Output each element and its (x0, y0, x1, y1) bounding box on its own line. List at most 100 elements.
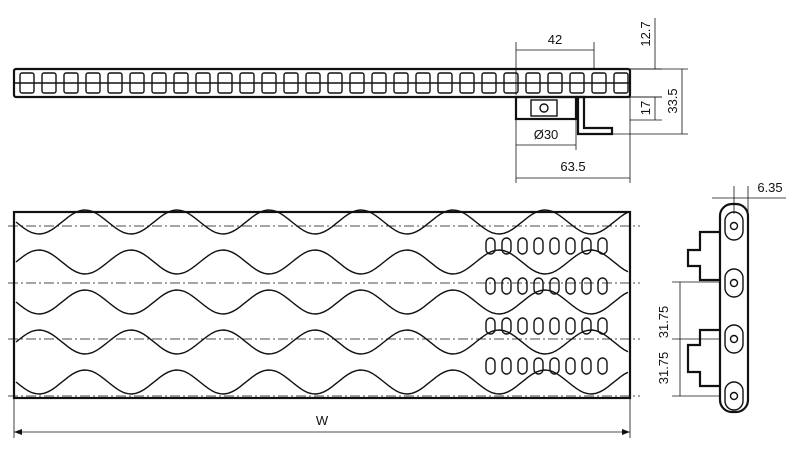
drive-slot (565, 237, 576, 255)
belt-side-hinges (19, 72, 629, 94)
hinge-block (195, 72, 211, 94)
link-wave-row (15, 249, 629, 275)
drive-slot (597, 237, 608, 255)
drive-slot (565, 357, 576, 375)
hinge-block (283, 72, 299, 94)
hinge-block (19, 72, 35, 94)
drive-slot (549, 277, 560, 295)
drive-slot (501, 237, 512, 255)
end-attachment-lower (686, 328, 720, 388)
drive-slot (597, 277, 608, 295)
drive-slot (501, 357, 512, 375)
drive-slot (581, 277, 592, 295)
hinge-pin (729, 334, 739, 344)
top-view: W (8, 209, 640, 438)
link-wave-row (15, 289, 629, 315)
hinge-block (327, 72, 343, 94)
drive-slot (549, 357, 560, 375)
hinge-block (547, 72, 563, 94)
dim-6-35-label: 6.35 (757, 180, 782, 195)
dim-17-label: 17 (638, 101, 653, 115)
dim-63-5-label: 63.5 (560, 159, 585, 174)
hinge-block (591, 72, 607, 94)
drive-slot (533, 317, 544, 335)
hinge-pin (729, 391, 739, 401)
hinge-block (261, 72, 277, 94)
end-link (724, 211, 744, 241)
hinge-block (569, 72, 585, 94)
link-wave-row (15, 329, 629, 355)
drive-slot (581, 317, 592, 335)
dim-12-7-label: 12.7 (638, 21, 653, 46)
drive-slot (565, 317, 576, 335)
drive-slot (517, 237, 528, 255)
hinge-block (239, 72, 255, 94)
hinge-centerlines (8, 225, 640, 397)
hinge-pin (729, 221, 739, 231)
drive-slot (597, 357, 608, 375)
dim-w-label: W (316, 413, 329, 428)
dim-31-75-a-label: 31.75 (656, 306, 671, 339)
attachment-body (514, 95, 578, 121)
hinge-block (371, 72, 387, 94)
hinge-block (459, 72, 475, 94)
dim-w-arrow-right (622, 429, 630, 435)
drive-slot (581, 237, 592, 255)
drive-slot (533, 277, 544, 295)
hinge-block (85, 72, 101, 94)
roller-housing (530, 99, 558, 117)
end-link (724, 324, 744, 354)
hinge-block (437, 72, 453, 94)
link-wave-row (15, 209, 629, 235)
drive-slot (533, 357, 544, 375)
belt-top-outline (12, 210, 632, 400)
end-link (724, 381, 744, 411)
end-attachment-upper (686, 230, 720, 282)
drive-slot (517, 317, 528, 335)
drive-slot (581, 357, 592, 375)
end-link (724, 268, 744, 298)
drive-slot (485, 357, 496, 375)
hinge-block (217, 72, 233, 94)
drive-slot (549, 317, 560, 335)
hinge-block (129, 72, 145, 94)
roller-pin (539, 103, 549, 113)
hinge-block (503, 72, 519, 94)
belt-end-links (724, 211, 744, 411)
hold-down-tab (576, 95, 614, 136)
hinge-block (63, 72, 79, 94)
drive-slot (485, 317, 496, 335)
hinge-block (481, 72, 497, 94)
link-wave-row (15, 369, 629, 395)
hinge-block (151, 72, 167, 94)
dim-31-75-b-label: 31.75 (656, 352, 671, 385)
belt-link-waves (15, 209, 629, 395)
hinge-block (305, 72, 321, 94)
drive-slot (517, 357, 528, 375)
side-view: 42 12.7 17 33.5 Ø30 63.5 (12, 18, 688, 183)
hinge-block (107, 72, 123, 94)
drive-slot (549, 237, 560, 255)
dim-w-arrow-left (14, 429, 22, 435)
end-view: 6.35 31.75 31.75 (656, 180, 786, 414)
drive-slot (517, 277, 528, 295)
hinge-block (349, 72, 365, 94)
hinge-block (613, 72, 629, 94)
drive-slot (565, 277, 576, 295)
drive-slot (485, 237, 496, 255)
drive-slot (533, 237, 544, 255)
belt-end-outline (718, 202, 750, 414)
hinge-block (415, 72, 431, 94)
drive-slot (485, 277, 496, 295)
drive-slot (597, 317, 608, 335)
hinge-block (41, 72, 57, 94)
drive-slot (501, 317, 512, 335)
hinge-block (173, 72, 189, 94)
drive-slot (501, 277, 512, 295)
hinge-block (525, 72, 541, 94)
dim-33-5-label: 33.5 (665, 88, 680, 113)
hinge-block (393, 72, 409, 94)
dim-42-label: 42 (548, 32, 562, 47)
